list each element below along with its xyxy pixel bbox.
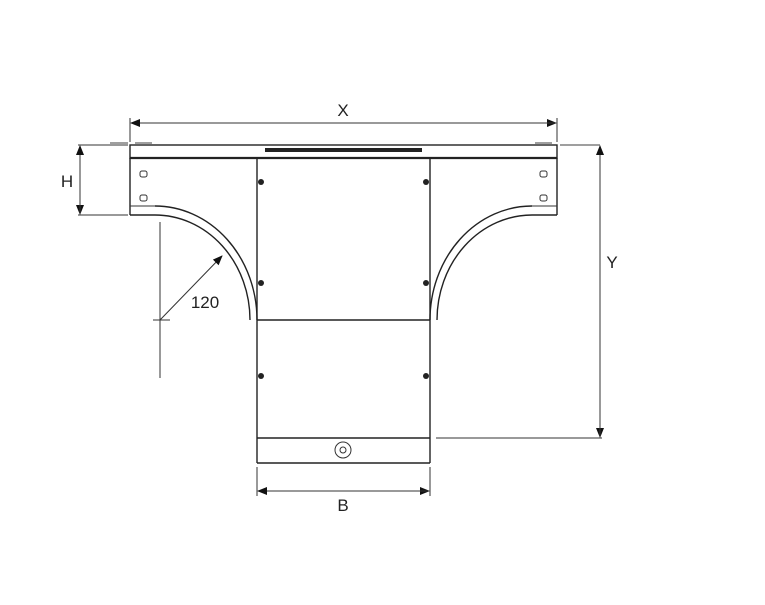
center-body xyxy=(256,158,431,464)
slot-hole xyxy=(139,194,148,202)
b-dimension: B xyxy=(256,467,431,515)
right-wing xyxy=(429,158,558,321)
radius-dimension: 120 xyxy=(153,222,223,378)
rivet xyxy=(258,280,264,286)
rivet xyxy=(423,179,429,185)
y-dimension: Y xyxy=(436,145,618,439)
top-flange xyxy=(110,142,600,160)
slot-hole xyxy=(539,194,548,202)
rivet xyxy=(423,280,429,286)
bolt-hole-icon xyxy=(334,441,352,459)
radius-label: 120 xyxy=(191,293,219,312)
left-wing xyxy=(129,158,258,321)
b-dimension-label: B xyxy=(337,496,348,515)
h-dimension-label: H xyxy=(61,172,73,191)
slot-hole xyxy=(539,170,548,178)
rivet xyxy=(258,373,264,379)
slot-hole xyxy=(139,170,148,178)
x-dimension: X xyxy=(129,101,558,142)
x-dimension-label: X xyxy=(337,101,348,120)
rivet xyxy=(258,179,264,185)
rivet xyxy=(423,373,429,379)
y-dimension-label: Y xyxy=(606,253,617,272)
h-dimension: H xyxy=(61,144,128,216)
